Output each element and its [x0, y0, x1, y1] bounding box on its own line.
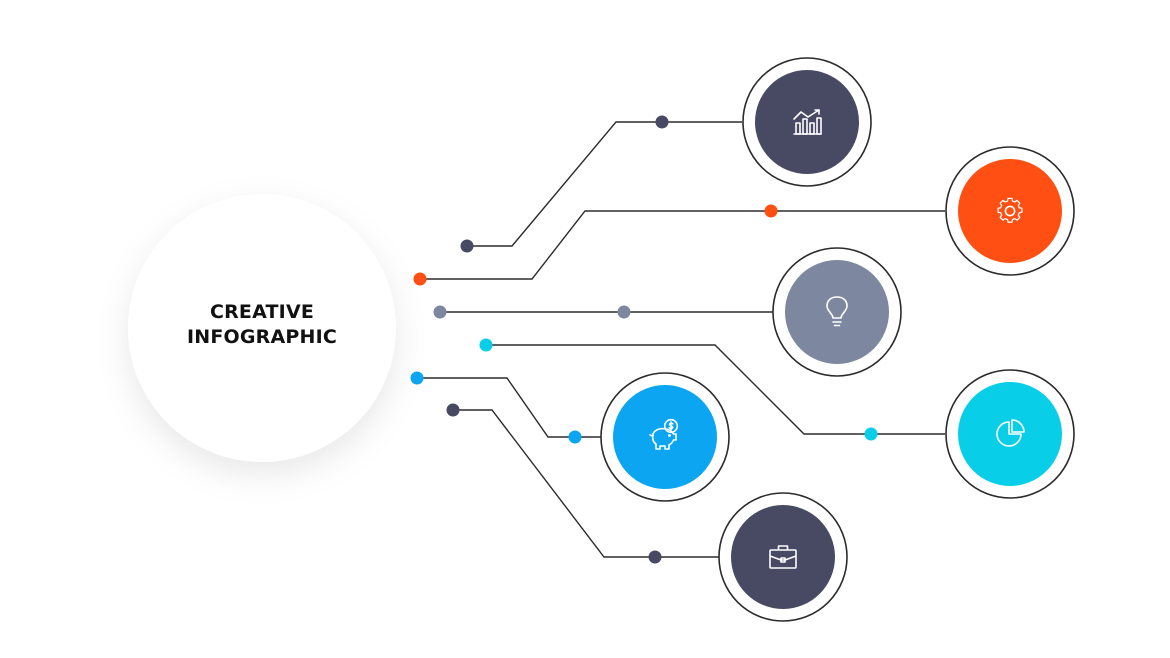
pie-chart-node	[945, 369, 1075, 499]
gear-node-fill	[958, 159, 1062, 263]
start-dot-piggy-bank	[410, 371, 424, 385]
lightbulb-icon	[826, 296, 848, 327]
mid-dot-pie-chart	[864, 427, 878, 441]
connector-line-chart	[467, 121, 742, 247]
lightbulb-node	[772, 247, 902, 377]
center-title-line-2: INFOGRAPHIC	[186, 326, 338, 348]
mid-dot-gear	[764, 204, 778, 218]
mid-dot-briefcase	[648, 550, 662, 564]
center-title-line-1: CREATIVE	[209, 301, 315, 323]
start-dot-briefcase	[446, 403, 460, 417]
gear-node	[945, 146, 1075, 276]
connector-line-piggy-bank	[417, 377, 601, 438]
mid-dots	[568, 115, 878, 564]
lightbulb-node-fill	[785, 260, 889, 364]
start-dot-pie-chart	[479, 338, 493, 352]
center-hub-circle	[128, 194, 396, 462]
piggy-bank-node	[600, 372, 730, 502]
start-dot-lightbulb	[433, 305, 447, 319]
start-dot-gear	[413, 272, 427, 286]
piggy-bank-node-fill	[613, 385, 717, 489]
center-title: CREATIVE INFOGRAPHIC	[131, 300, 393, 350]
bar-chart-growth-icon	[793, 109, 822, 135]
piggy-bank-dollar-icon	[649, 418, 679, 450]
mid-dot-chart	[655, 115, 669, 129]
chart-node	[742, 57, 872, 187]
start-dots	[410, 239, 493, 417]
briefcase-node	[718, 492, 848, 622]
start-dot-chart	[460, 239, 474, 253]
briefcase-node-fill	[731, 505, 835, 609]
mid-dot-piggy-bank	[568, 430, 582, 444]
pie-chart-icon	[996, 419, 1025, 447]
gear-icon	[997, 197, 1023, 223]
briefcase-icon	[769, 545, 797, 569]
mid-dot-lightbulb	[617, 305, 631, 319]
